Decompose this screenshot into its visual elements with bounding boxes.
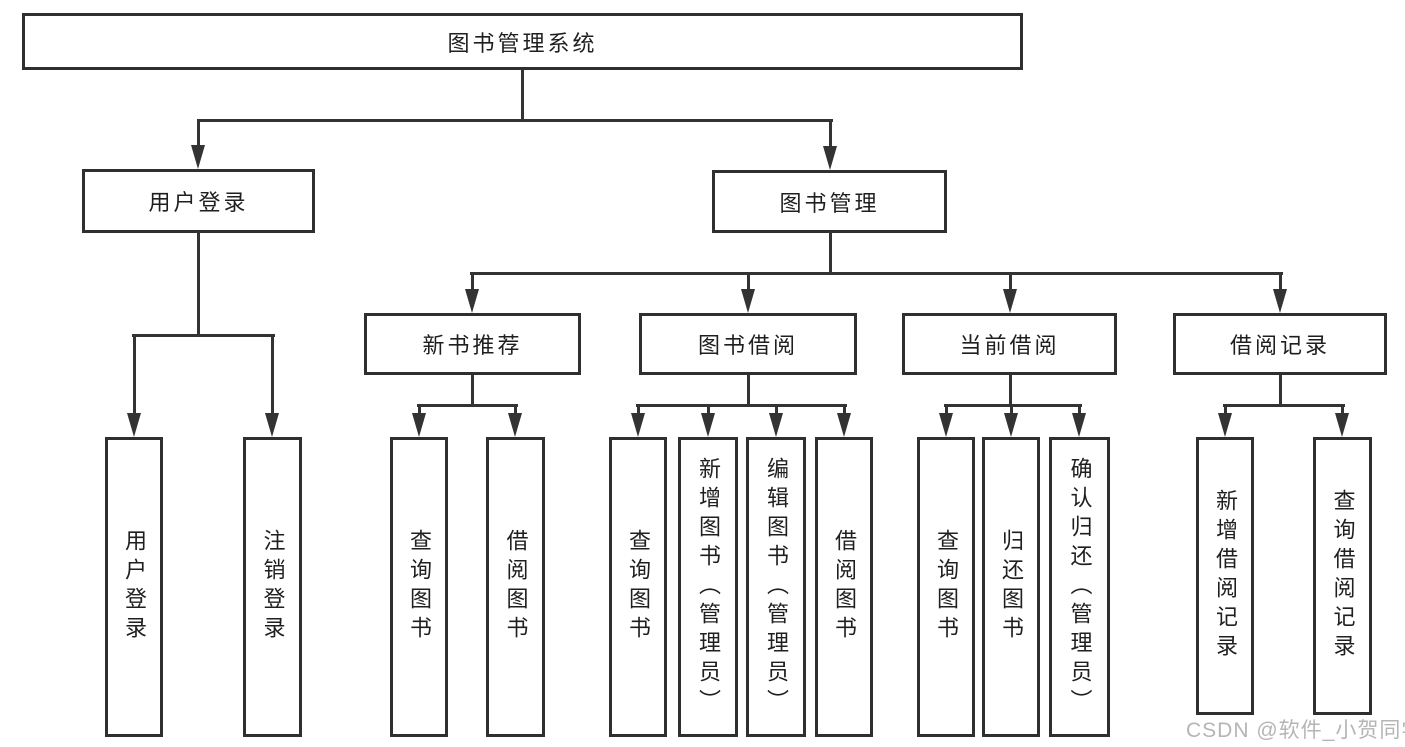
arrow-down-icon (1273, 289, 1287, 313)
node-new-book-recommend: 新书推荐 (364, 313, 581, 375)
arrow-down-icon (1003, 289, 1017, 313)
arrow-down-icon (465, 289, 479, 313)
connector-line (843, 404, 846, 416)
node-leaf-cb-query-book-label: 查询图书 (934, 529, 959, 645)
connector-line (747, 272, 750, 292)
arrow-down-icon (631, 413, 645, 437)
connector-line (1341, 404, 1344, 416)
arrow-down-icon (939, 413, 953, 437)
connector-line (132, 334, 275, 337)
connector-line (133, 334, 136, 417)
arrow-down-icon (191, 145, 205, 169)
node-leaf-cb-return-book-label: 归还图书 (999, 529, 1024, 645)
node-leaf-br-add-record: 新增借阅记录 (1196, 437, 1254, 715)
node-user-login: 用户登录 (82, 169, 315, 233)
connector-line (1009, 375, 1012, 407)
arrow-down-icon (508, 413, 522, 437)
arrow-down-icon (1218, 413, 1232, 437)
node-leaf-bb-add-book-label: 新增图书（管理员） (696, 456, 721, 718)
node-leaf-bb-borrow-book-label: 借阅图书 (832, 529, 857, 645)
node-leaf-user-login: 用户登录 (105, 437, 163, 737)
node-leaf-bb-edit-book-label: 编辑图书（管理员） (764, 456, 789, 718)
connector-line (707, 404, 710, 416)
arrow-down-icon (127, 413, 141, 437)
node-leaf-cb-confirm-return: 确认归还（管理员） (1049, 437, 1110, 737)
node-leaf-logout-label: 注销登录 (260, 529, 286, 645)
connector-line (197, 119, 200, 149)
connector-line (271, 334, 274, 417)
arrow-down-icon (701, 413, 715, 437)
connector-line (1010, 404, 1013, 416)
connector-line (470, 272, 1283, 275)
connector-line (197, 119, 833, 122)
connector-line (1224, 404, 1227, 416)
connector-line (1279, 272, 1282, 292)
node-leaf-bb-edit-book: 编辑图书（管理员） (746, 437, 806, 737)
connector-line (521, 69, 524, 122)
node-leaf-br-add-record-label: 新增借阅记录 (1213, 489, 1238, 663)
csdn-watermark: CSDN @软件_小贺同学 (1186, 719, 1405, 742)
connector-line (471, 375, 474, 407)
node-leaf-br-query-record: 查询借阅记录 (1313, 437, 1372, 715)
node-leaf-cb-return-book: 归还图书 (982, 437, 1040, 737)
node-leaf-rec-borrow-book-label: 借阅图书 (503, 529, 529, 645)
node-leaf-bb-query-book: 查询图书 (609, 437, 667, 737)
arrow-down-icon (769, 413, 783, 437)
arrow-down-icon (1004, 413, 1018, 437)
arrow-down-icon (823, 146, 837, 170)
connector-line (418, 404, 421, 416)
connector-line (944, 404, 1082, 407)
arrow-down-icon (1072, 413, 1086, 437)
connector-line (747, 375, 750, 407)
connector-line (417, 404, 518, 407)
connector-line (636, 404, 847, 407)
connector-line (514, 404, 517, 416)
connector-line (945, 404, 948, 416)
node-root: 图书管理系统 (22, 13, 1023, 70)
node-book-management: 图书管理 (712, 170, 947, 233)
connector-line (775, 404, 778, 416)
connector-line (1279, 375, 1282, 407)
node-leaf-logout: 注销登录 (243, 437, 302, 737)
node-leaf-rec-query-book-label: 查询图书 (407, 529, 432, 645)
node-book-borrow: 图书借阅 (639, 313, 857, 375)
node-leaf-rec-query-book: 查询图书 (390, 437, 448, 737)
arrow-down-icon (837, 413, 851, 437)
node-current-borrow: 当前借阅 (902, 313, 1117, 375)
arrow-down-icon (412, 413, 426, 437)
connector-line (1223, 404, 1345, 407)
node-leaf-bb-borrow-book: 借阅图书 (815, 437, 873, 737)
connector-line (1078, 404, 1081, 416)
connector-line (829, 119, 832, 150)
arrow-down-icon (1335, 413, 1349, 437)
node-borrow-records: 借阅记录 (1173, 313, 1387, 375)
connector-line (829, 232, 832, 275)
node-leaf-br-query-record-label: 查询借阅记录 (1330, 489, 1356, 663)
node-leaf-bb-query-book-label: 查询图书 (626, 529, 651, 645)
connector-line (471, 272, 474, 292)
arrow-down-icon (265, 413, 279, 437)
connector-line (1009, 272, 1012, 292)
connector-line (197, 232, 200, 337)
node-leaf-bb-add-book: 新增图书（管理员） (678, 437, 738, 737)
node-leaf-cb-confirm-return-label: 确认归还（管理员） (1067, 456, 1093, 718)
connector-line (637, 404, 640, 416)
arrow-down-icon (741, 289, 755, 313)
node-leaf-cb-query-book: 查询图书 (917, 437, 975, 737)
node-leaf-user-login-label: 用户登录 (122, 529, 147, 645)
node-leaf-rec-borrow-book: 借阅图书 (486, 437, 545, 737)
